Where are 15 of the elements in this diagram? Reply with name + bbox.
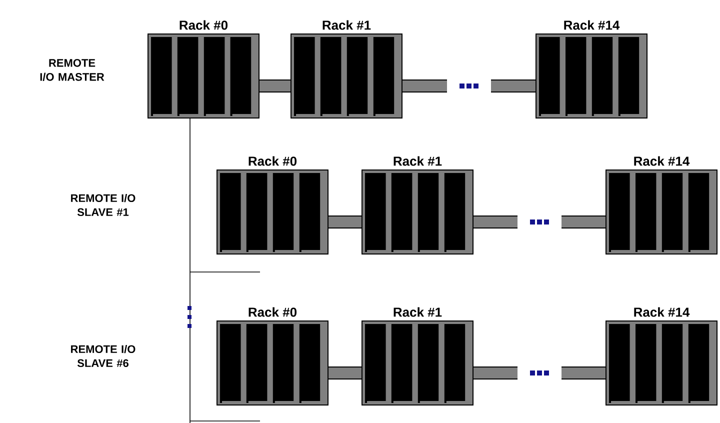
- cable: [260, 80, 290, 92]
- rack-label: Rack #0: [248, 307, 297, 317]
- rack-label: Rack #1: [322, 20, 371, 30]
- rack-label: Rack #0: [248, 156, 297, 166]
- row-label: REMOTE I/O MASTER: [40, 59, 104, 81]
- cable: [328, 366, 362, 380]
- cable: [328, 216, 362, 228]
- rack-label: Rack #0: [180, 20, 228, 30]
- rack-label: Rack #14: [564, 20, 620, 30]
- rack-label: Rack #14: [634, 307, 690, 317]
- rack-label: Rack #1: [394, 307, 442, 317]
- rack-label: Rack #1: [394, 156, 442, 166]
- row-label: REMOTE I/O SLAVE #6: [71, 344, 136, 368]
- row-label: REMOTE I/O SLAVE #1: [71, 194, 136, 216]
- rack-label: Rack #14: [634, 156, 690, 166]
